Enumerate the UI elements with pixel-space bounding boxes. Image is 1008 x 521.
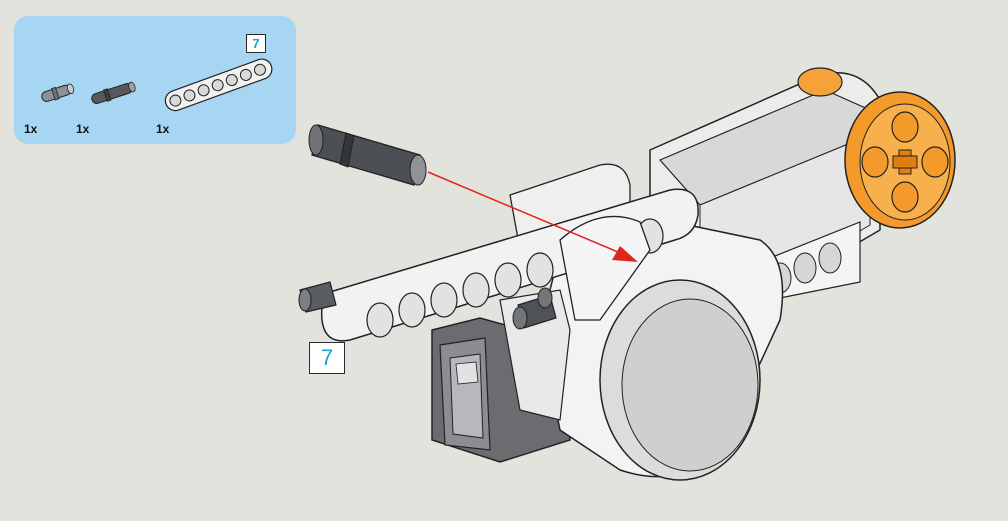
motor-hub [797,67,956,229]
beam-part-icon [164,58,273,112]
short-pin-part-icon [41,83,75,102]
front-beam-7 [320,188,699,342]
part-quantity-3: 1x [156,122,170,136]
insertion-guide-arrow [427,171,638,262]
parts-list-panel: 1x 1x 1x 7 [14,16,296,144]
long-pin-part-icon [91,81,136,104]
installed-short-pin [298,281,337,313]
long-pin-inserting [308,124,427,186]
step-number-badge: 7 [309,342,345,374]
installed-middle-pins [512,287,557,330]
parts-illustrations [41,58,273,112]
motor-housing [499,209,784,481]
beam-length-badge: 7 [246,34,266,53]
part-quantity-1: 1x [24,122,38,136]
part-quantity-2: 1x [76,122,90,136]
